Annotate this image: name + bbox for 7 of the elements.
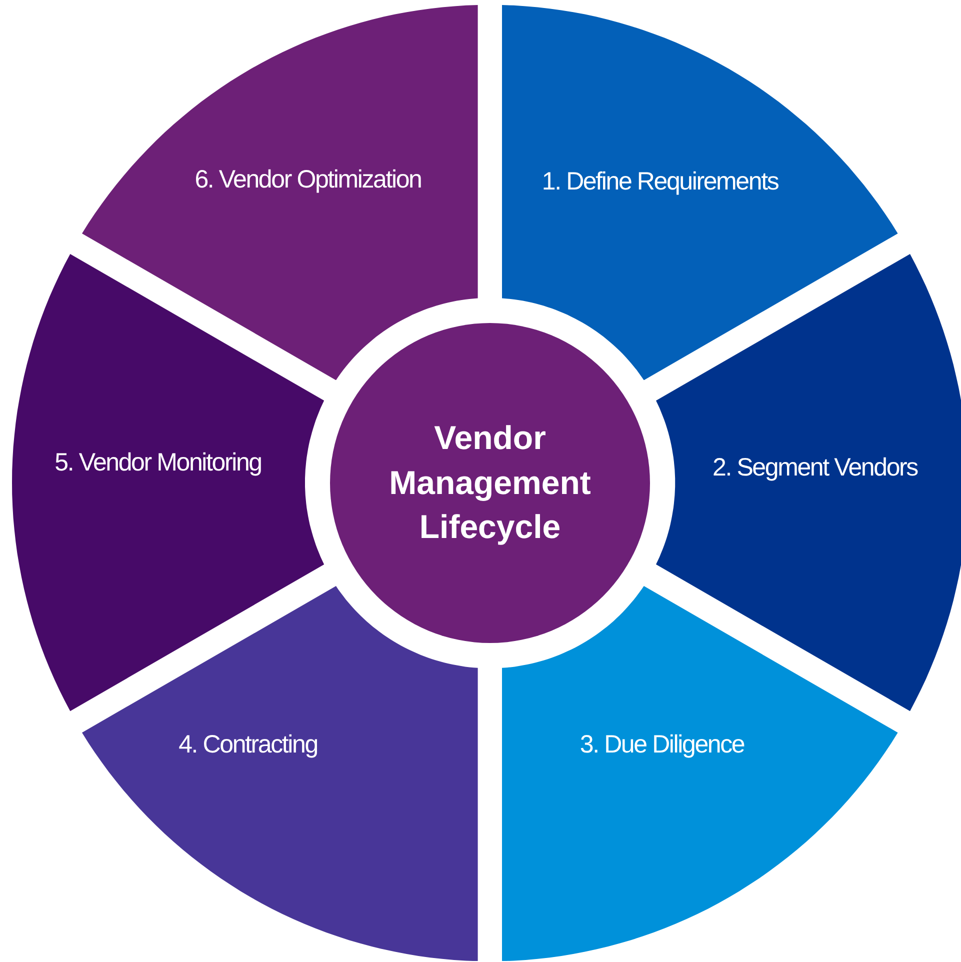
- segment-label: 3. Due Diligence: [580, 729, 744, 760]
- segment-label: 6. Vendor Optimization: [194, 164, 422, 196]
- segment-label: 5. Vendor Monitoring: [54, 447, 262, 478]
- segment-label: 1. Define Requirements: [542, 166, 778, 198]
- segment-label: 2. Segment Vendors: [712, 452, 918, 484]
- segment-label: 4. Contracting: [178, 729, 318, 760]
- center-title: Vendor Management Lifecycle: [388, 418, 592, 548]
